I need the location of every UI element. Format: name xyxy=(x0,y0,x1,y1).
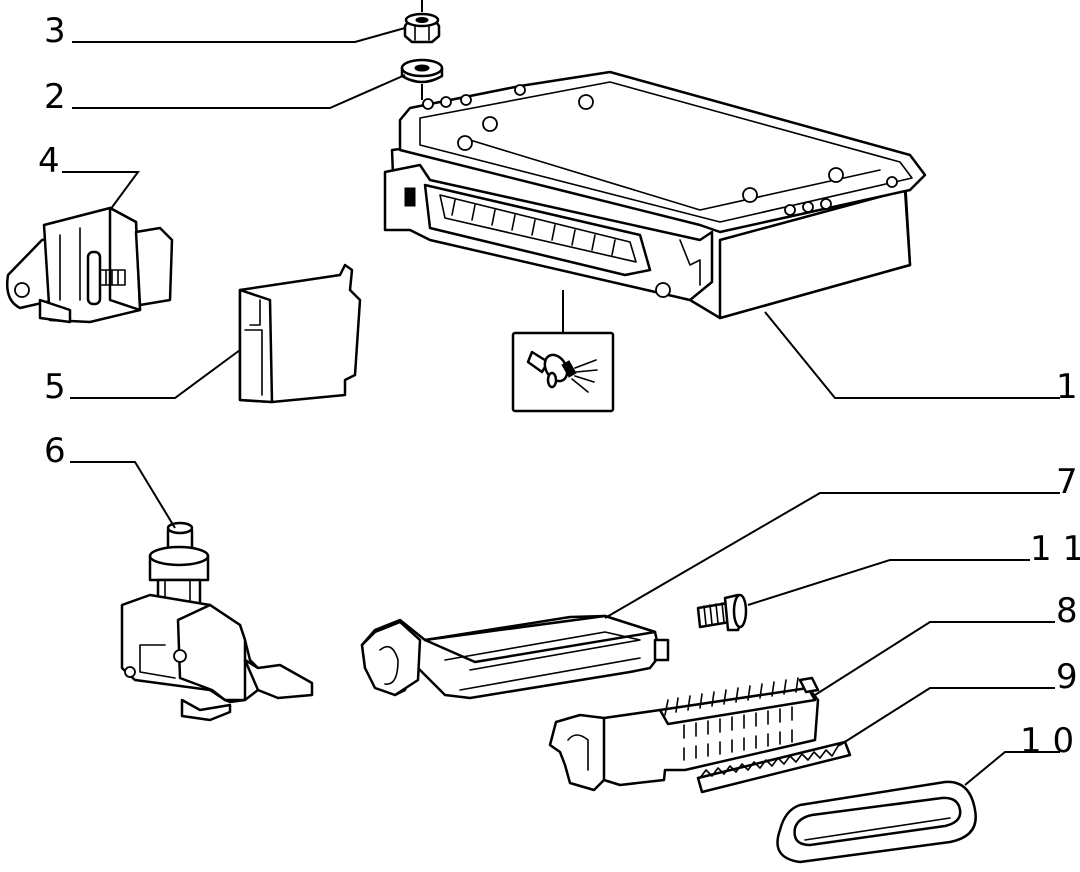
leader-3 xyxy=(72,27,406,43)
leader-11 xyxy=(747,559,1030,606)
leader-7 xyxy=(604,492,1060,619)
leader-8 xyxy=(814,621,1055,696)
leader-6 xyxy=(70,461,176,529)
callout-10: 1 0 xyxy=(1020,721,1074,761)
leader-9 xyxy=(839,687,1055,746)
leader-5 xyxy=(70,349,241,399)
leader-10 xyxy=(964,751,1060,786)
callout-11: 1 1 xyxy=(1030,529,1080,569)
part-9-seal-strip xyxy=(696,740,852,794)
part-2-washer xyxy=(400,58,444,100)
part-8-terminal-holder xyxy=(548,676,820,792)
callout-8: 8 xyxy=(1056,591,1078,631)
connector-wires-icon xyxy=(526,350,598,393)
callout-7: 7 xyxy=(1056,462,1078,502)
leader-lines xyxy=(62,27,1060,786)
leader-1 xyxy=(764,311,1060,399)
callout-labels: 3 2 4 5 6 1 7 1 1 8 9 1 0 xyxy=(38,11,1080,761)
callout-5: 5 xyxy=(44,367,66,407)
connector-wires-inset xyxy=(511,290,615,413)
part-3-nut xyxy=(403,0,441,44)
callout-2: 2 xyxy=(44,77,66,117)
callout-6: 6 xyxy=(44,431,66,471)
part-1-control-unit xyxy=(383,70,927,320)
callout-4: 4 xyxy=(38,141,60,181)
part-7-connector-housing xyxy=(360,614,670,700)
part-11-screw xyxy=(696,593,748,632)
part-10-gasket xyxy=(776,780,977,864)
leader-2 xyxy=(72,74,406,109)
part-6-switch xyxy=(120,521,314,722)
leader-4 xyxy=(62,171,140,211)
callout-3: 3 xyxy=(44,11,66,51)
part-5-cover xyxy=(238,263,362,404)
part-4-sensor xyxy=(6,206,174,324)
callout-1: 1 xyxy=(1056,367,1078,407)
terminal-slots xyxy=(664,677,799,761)
callout-9: 9 xyxy=(1056,657,1078,697)
connector-pins xyxy=(451,199,616,256)
